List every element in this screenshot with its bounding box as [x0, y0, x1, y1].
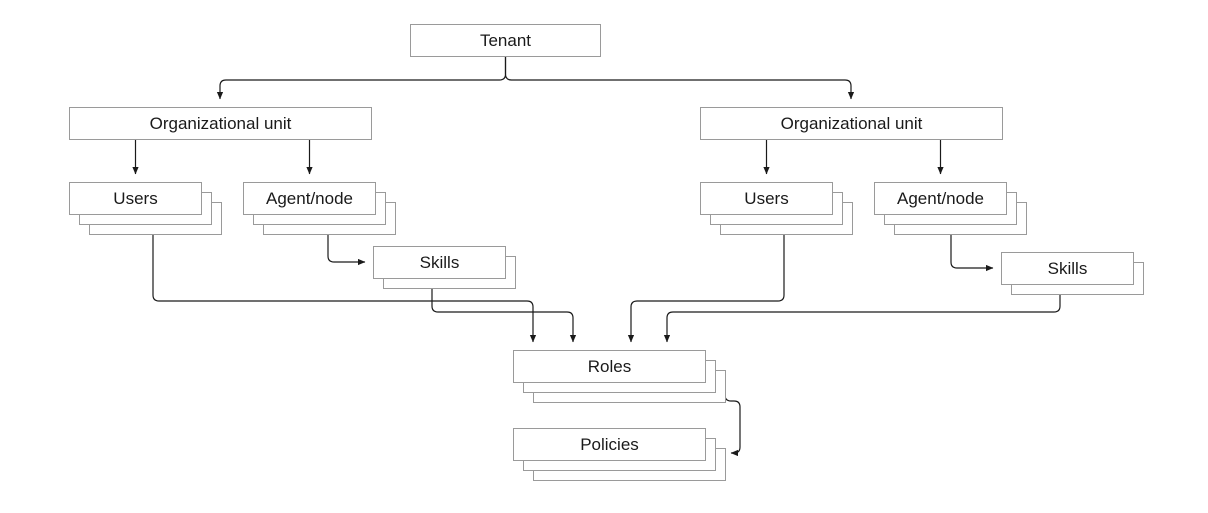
edge-tenant-to-ou-left — [216, 57, 507, 100]
edge-agent-right-to-skills-right — [950, 235, 994, 272]
node-agent-right-label: Agent/node — [897, 189, 984, 208]
node-roles-box[interactable]: Roles — [513, 350, 706, 383]
node-users-right-label: Users — [744, 189, 789, 208]
edge-users-right-to-roles — [627, 235, 785, 343]
node-skills-right-label: Skills — [1047, 259, 1088, 278]
edge-skills-left-to-roles — [431, 289, 577, 343]
node-skills-left-box[interactable]: Skills — [373, 246, 506, 279]
edge-tenant-to-ou-right — [504, 57, 855, 100]
node-skills-right-box[interactable]: Skills — [1001, 252, 1134, 285]
edge-skills-right-to-roles — [663, 295, 1061, 343]
node-agent-left-label: Agent/node — [266, 189, 353, 208]
node-policies-label: Policies — [580, 435, 639, 454]
node-roles-label: Roles — [587, 357, 632, 376]
node-users-right-box[interactable]: Users — [700, 182, 833, 215]
node-ou-left-box[interactable]: Organizational unit — [69, 107, 372, 140]
node-ou-left-label: Organizational unit — [149, 114, 292, 133]
node-skills-left-label: Skills — [419, 253, 460, 272]
node-tenant-box[interactable]: Tenant — [410, 24, 601, 57]
node-agent-right-box[interactable]: Agent/node — [874, 182, 1007, 215]
node-tenant-label: Tenant — [479, 31, 532, 50]
edge-roles-to-policies — [724, 385, 741, 457]
node-ou-right-label: Organizational unit — [780, 114, 923, 133]
node-policies-box[interactable]: Policies — [513, 428, 706, 461]
node-users-left-label: Users — [113, 189, 158, 208]
node-ou-right-box[interactable]: Organizational unit — [700, 107, 1003, 140]
node-users-left-box[interactable]: Users — [69, 182, 202, 215]
node-agent-left-box[interactable]: Agent/node — [243, 182, 376, 215]
edge-agent-left-to-skills-left — [327, 235, 366, 266]
